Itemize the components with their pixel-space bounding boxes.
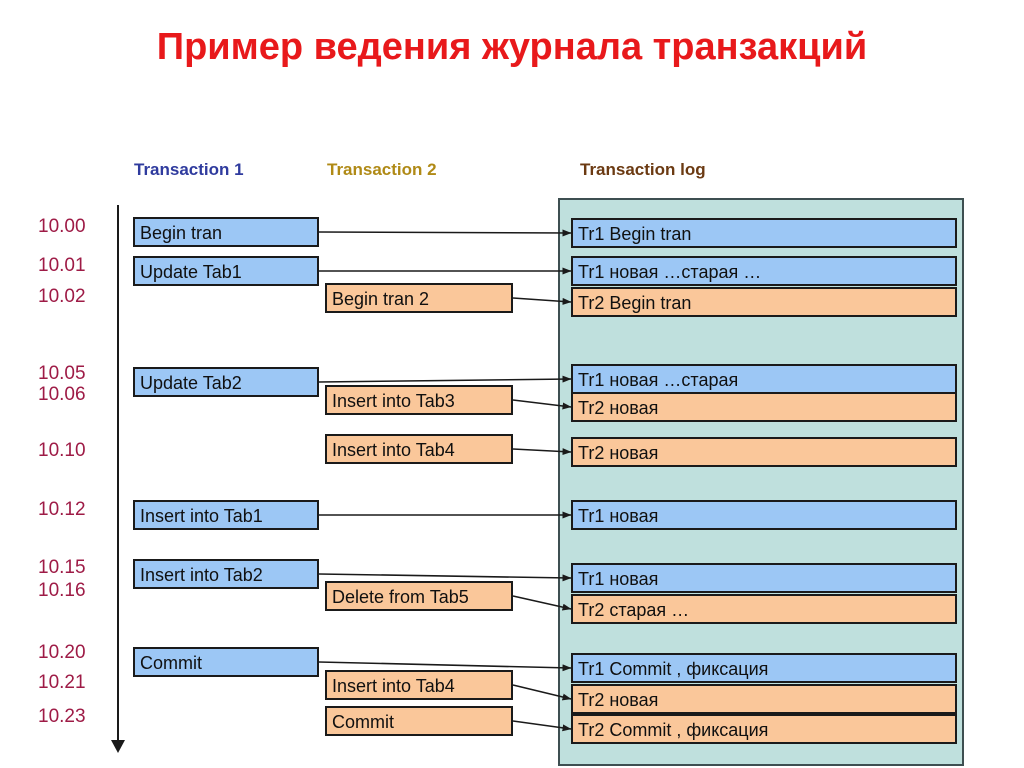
log-entry-box[interactable]: Tr1 новая <box>571 563 957 593</box>
column-header-transaction1: Transaction 1 <box>134 160 244 179</box>
transaction1-operation-box[interactable]: Insert into Tab2 <box>133 559 319 589</box>
column-header-transaction2: Transaction 2 <box>327 160 437 179</box>
time-label: 10.02 <box>38 286 86 307</box>
log-entry-box[interactable]: Tr2 новая <box>571 392 957 422</box>
connector-arrow <box>318 661 572 672</box>
connector-arrow <box>318 573 572 582</box>
log-entry-box[interactable]: Tr1 новая …старая … <box>571 256 957 286</box>
column-header-transaction-log: Transaction log <box>580 160 706 179</box>
transaction2-operation-box[interactable]: Delete from Tab5 <box>325 581 513 611</box>
transaction1-operation-box[interactable]: Update Tab2 <box>133 367 319 397</box>
transaction1-operation-box[interactable]: Begin tran <box>133 217 319 247</box>
transaction2-operation-box[interactable]: Begin tran 2 <box>325 283 513 313</box>
time-label: 10.20 <box>38 642 86 663</box>
page-title: Пример ведения журнала транзакций <box>156 26 868 68</box>
log-entry-box[interactable]: Tr2 новая <box>571 684 957 714</box>
log-entry-box[interactable]: Tr1 новая …старая <box>571 364 957 394</box>
log-entry-box[interactable]: Tr1 новая <box>571 500 957 530</box>
transaction2-operation-box[interactable]: Insert into Tab3 <box>325 385 513 415</box>
time-label: 10.06 <box>38 384 86 405</box>
log-entry-box[interactable]: Tr2 Begin tran <box>571 287 957 317</box>
log-entry-box[interactable]: Tr2 Commit , фиксация <box>571 714 957 744</box>
time-label: 10.05 <box>38 363 86 384</box>
time-label: 10.16 <box>38 580 86 601</box>
time-label: 10.01 <box>38 255 86 276</box>
time-label: 10.23 <box>38 706 86 727</box>
time-label: 10.21 <box>38 672 86 693</box>
time-axis-arrow-icon <box>111 740 125 753</box>
time-label: 10.10 <box>38 440 86 461</box>
connector-arrow <box>318 229 572 237</box>
log-entry-box[interactable]: Tr1 Begin tran <box>571 218 957 248</box>
connector-arrow <box>318 375 572 383</box>
time-label: 10.12 <box>38 499 86 520</box>
transaction2-operation-box[interactable]: Commit <box>325 706 513 736</box>
time-label: 10.15 <box>38 557 86 578</box>
log-entry-box[interactable]: Tr2 новая <box>571 437 957 467</box>
transaction2-operation-box[interactable]: Insert into Tab4 <box>325 434 513 464</box>
time-axis-line <box>117 205 119 745</box>
log-entry-box[interactable]: Tr1 Commit , фиксация <box>571 653 957 683</box>
transaction1-operation-box[interactable]: Update Tab1 <box>133 256 319 286</box>
log-entry-box[interactable]: Tr2 старая … <box>571 594 957 624</box>
time-label: 10.00 <box>38 216 86 237</box>
transaction1-operation-box[interactable]: Insert into Tab1 <box>133 500 319 530</box>
transaction1-operation-box[interactable]: Commit <box>133 647 319 677</box>
transaction2-operation-box[interactable]: Insert into Tab4 <box>325 670 513 700</box>
